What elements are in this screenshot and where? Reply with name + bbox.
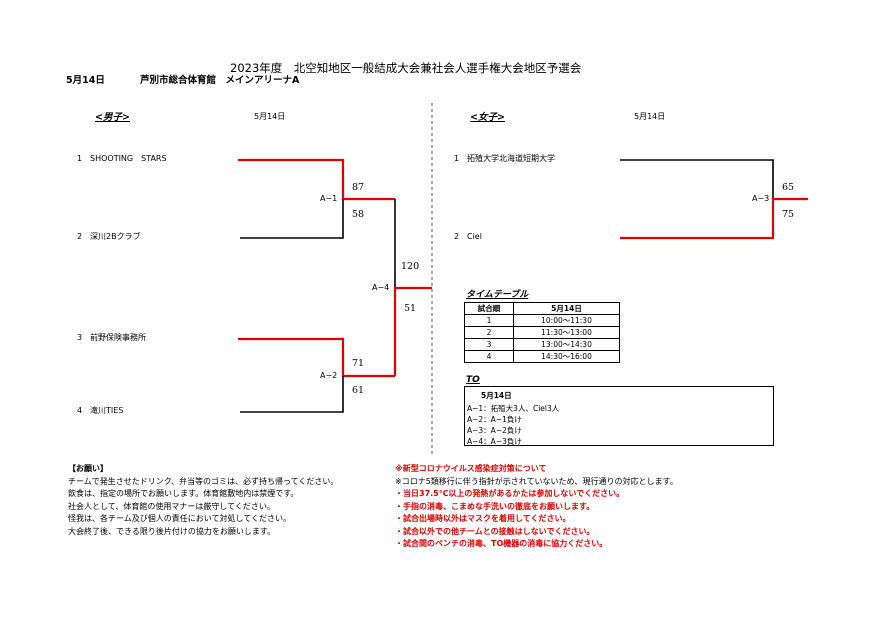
match-a4-bottom-score: 51 (404, 303, 417, 314)
notes-line: 飲食は、指定の場所でお願いします。体育館敷地内は禁煙です。 (68, 489, 299, 498)
men-team3-seed: 3 (77, 333, 83, 342)
timetable-no: 3 (464, 338, 514, 351)
women-heading: <女子> (470, 112, 505, 123)
covid-line: ・手指の消毒、こまめな手洗いの徹底をお願いします。 (395, 501, 595, 511)
timetable-no: 2 (464, 326, 514, 339)
line-men-team3-winner (238, 337, 395, 378)
women-date: 5月14日 (634, 112, 666, 121)
covid-line: ・当日37.5℃以上の発熱があるかたは参加しないでください。 (395, 489, 625, 498)
men-team2-seed: 2 (77, 232, 83, 241)
notes-line: 社会人として、体育館の使用マナーは厳守してください。 (68, 501, 275, 511)
line-men-team2 (240, 199, 344, 239)
line-women-team2-winner (620, 197, 808, 240)
men-team3-name: 前野保険事務所 (90, 333, 146, 342)
men-team2-name: 深川2Bクラブ (90, 232, 141, 241)
event-venue: 芦別市総合体育館 メインアリーナA (140, 75, 300, 86)
timetable-time: 14:30〜16:00 (513, 350, 620, 363)
timetable-col-match: 試合順 (464, 302, 514, 315)
line-men-team1-winner (238, 158, 395, 201)
match-a1-bottom-score: 58 (352, 209, 365, 220)
event-date: 5月14日 (66, 75, 105, 86)
timetable-col-date: 5月14日 (513, 302, 620, 315)
match-a2-bottom-score: 61 (352, 385, 365, 396)
men-heading: <男子> (95, 112, 130, 123)
to-box: 5月14日 A−1：拓殖大3人、Ciel3人 A−2：A−1負け A−3：A−2… (464, 386, 774, 446)
timetable-time: 10:00〜11:30 (513, 314, 620, 327)
notes-block: 【お願い】 チームで発生させたドリンク、弁当等のゴミは、必ず持ち帰ってください。… (68, 463, 338, 538)
men-team1-seed: 1 (77, 154, 83, 163)
line-women-team1 (620, 159, 774, 199)
covid-line: ・試合間のベンチの消毒、TO機器の消毒に協力ください。 (395, 539, 608, 548)
timetable-time: 11:30〜13:00 (513, 326, 620, 339)
to-heading: TO (466, 375, 480, 385)
match-a1-top-score: 87 (352, 182, 365, 193)
covid-intro: ※コロナ5類移行に伴う指針が示されていないため、現行通りの対応とします。 (395, 476, 678, 486)
match-a2-top-score: 71 (352, 358, 365, 369)
to-row: A−1：拓殖大3人、Ciel3人 (467, 404, 560, 413)
notes-heading: 【お願い】 (68, 464, 108, 473)
notes-line: 怪我は、各チーム及び個人の責任において対処してください。 (68, 514, 292, 523)
table-row: 2 11:30〜13:00 (464, 326, 620, 339)
match-label-a1: A−1 (320, 194, 338, 203)
timetable-heading: タイムテーブル (466, 290, 529, 300)
match-a3-bottom-score: 75 (782, 209, 795, 220)
timetable-no: 1 (464, 314, 514, 327)
to-row: A−3：A−2負け (467, 426, 522, 435)
covid-block: ※新型コロナウイルス感染症対策について ※コロナ5類移行に伴う指針が示されていな… (395, 463, 678, 551)
timetable-no: 4 (464, 350, 514, 363)
match-label-a4: A−4 (372, 283, 390, 292)
notes-line: 大会終了後、できる限り後片付けの協力をお願いします。 (68, 526, 276, 536)
notes-line: チームで発生させたドリンク、弁当等のゴミは、必ず持ち帰ってください。 (68, 476, 339, 486)
to-row: A−2：A−1負け (467, 415, 522, 424)
timetable: 試合順 5月14日 1 10:00〜11:30 2 11:30〜13:00 3 … (464, 302, 620, 363)
covid-line: ・試合出場時以外はマスクを着用してください。 (395, 514, 571, 523)
to-row: A−4：A−3負け (467, 437, 522, 446)
match-a4-top-score: 120 (401, 261, 420, 272)
to-date: 5月14日 (481, 391, 512, 400)
men-team4-seed: 4 (77, 406, 83, 415)
women-team1-name: 拓殖大学北海道短期大学 (467, 154, 555, 163)
women-team2-name: Ciel (467, 232, 482, 241)
table-row: 4 14:30〜16:00 (464, 350, 620, 363)
covid-heading: ※新型コロナウイルス感染症対策について (395, 464, 547, 473)
women-team2-seed: 2 (454, 232, 460, 241)
line-men-a2-winner (393, 286, 432, 376)
covid-line: ・試合以外での他チームとの接触はしないでください。 (395, 526, 595, 536)
table-row: 3 13:00〜14:30 (464, 338, 620, 351)
page-title: 2023年度 北空知地区一般結成大会兼社会人選手権大会地区予選会 (230, 61, 582, 75)
table-row: 1 10:00〜11:30 (464, 314, 620, 327)
men-date: 5月14日 (254, 112, 286, 121)
line-men-team4 (240, 376, 344, 413)
women-team1-seed: 1 (454, 154, 460, 163)
match-label-a3: A−3 (752, 194, 770, 203)
match-label-a2: A−2 (320, 371, 338, 380)
men-team4-name: 滝川TIES (90, 406, 124, 415)
match-a3-top-score: 65 (782, 182, 795, 193)
timetable-time: 13:00〜14:30 (513, 338, 620, 351)
men-team1-name: SHOOTING STARS (90, 154, 167, 163)
